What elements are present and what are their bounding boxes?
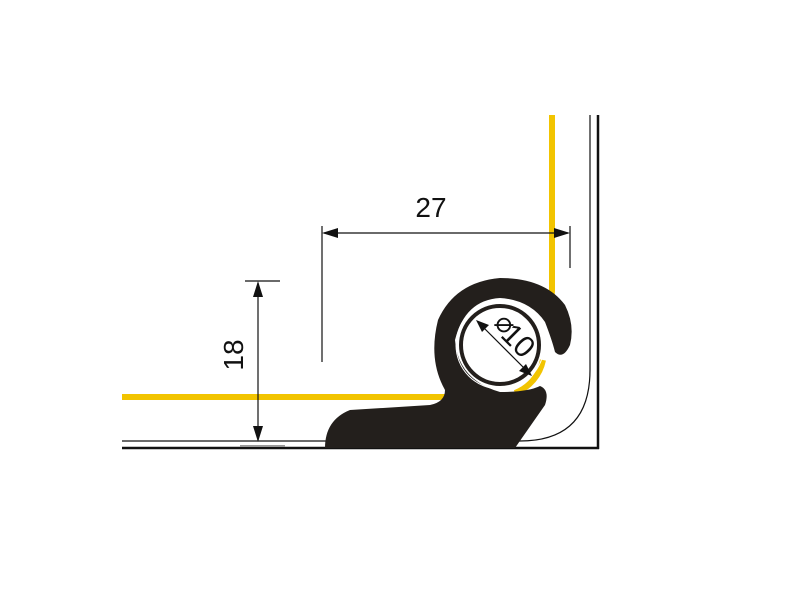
diameter-dimension: [476, 320, 532, 376]
width-dimension: [321, 226, 571, 362]
height-dimension: [240, 280, 285, 447]
seal-profile: [325, 278, 572, 448]
height-label: 18: [218, 339, 249, 370]
width-label: 27: [415, 192, 446, 223]
